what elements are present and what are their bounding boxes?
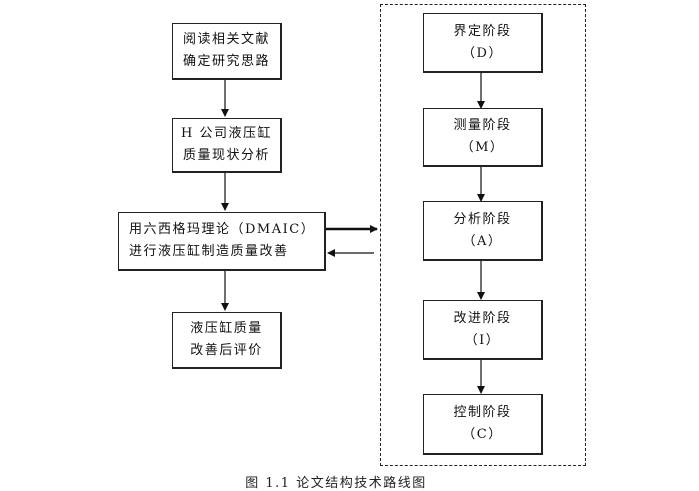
box-measure-phase-line1: 测量阶段 [453,118,512,133]
box-dmaic-improvement: 用六西格玛理论（DMAIC） 进行液压缸制造质量改善 [118,212,326,271]
box-current-quality-analysis: H 公司液压缸 质量现状分析 [172,118,282,173]
box-analyze-phase-line2: （A） [462,233,503,249]
box-improve-phase: 改进阶段 （I） [423,300,543,360]
box-literature-review-line2: 确定研究思路 [182,54,270,69]
box-measure-phase-line2: （M） [460,140,505,155]
dmaic-group-frame [380,4,586,466]
box-analyze-phase: 分析阶段 （A） [423,201,543,261]
box-dmaic-improvement-line1: 用六西格玛理论（DMAIC） [129,222,316,237]
figure-caption: 图 1.1 论文结构技术路线图 [245,476,427,491]
box-improve-phase-line1: 改进阶段 [453,310,512,326]
box-define-phase-line2: （D） [462,45,503,61]
box-post-improvement-evaluation-line1: 液压缸质量 [190,321,263,336]
box-measure-phase: 测量阶段 （M） [423,108,543,167]
box-current-quality-analysis-line1: H 公司液压缸 [181,126,272,141]
box-literature-review: 阅读相关文献 确定研究思路 [172,23,282,80]
box-control-phase-line2: （C） [462,427,503,442]
box-dmaic-improvement-line2: 进行液压缸制造质量改善 [129,244,289,259]
box-define-phase-line1: 界定阶段 [453,23,512,39]
box-post-improvement-evaluation: 液压缸质量 改善后评价 [172,312,282,369]
box-analyze-phase-line1: 分析阶段 [453,211,512,227]
box-post-improvement-evaluation-line2: 改善后评价 [190,343,263,358]
box-control-phase: 控制阶段 （C） [423,394,543,455]
box-control-phase-line1: 控制阶段 [453,405,512,420]
box-literature-review-line1: 阅读相关文献 [182,32,270,47]
box-improve-phase-line2: （I） [464,332,501,348]
box-define-phase: 界定阶段 （D） [423,13,543,73]
box-current-quality-analysis-line2: 质量现状分析 [182,148,270,163]
